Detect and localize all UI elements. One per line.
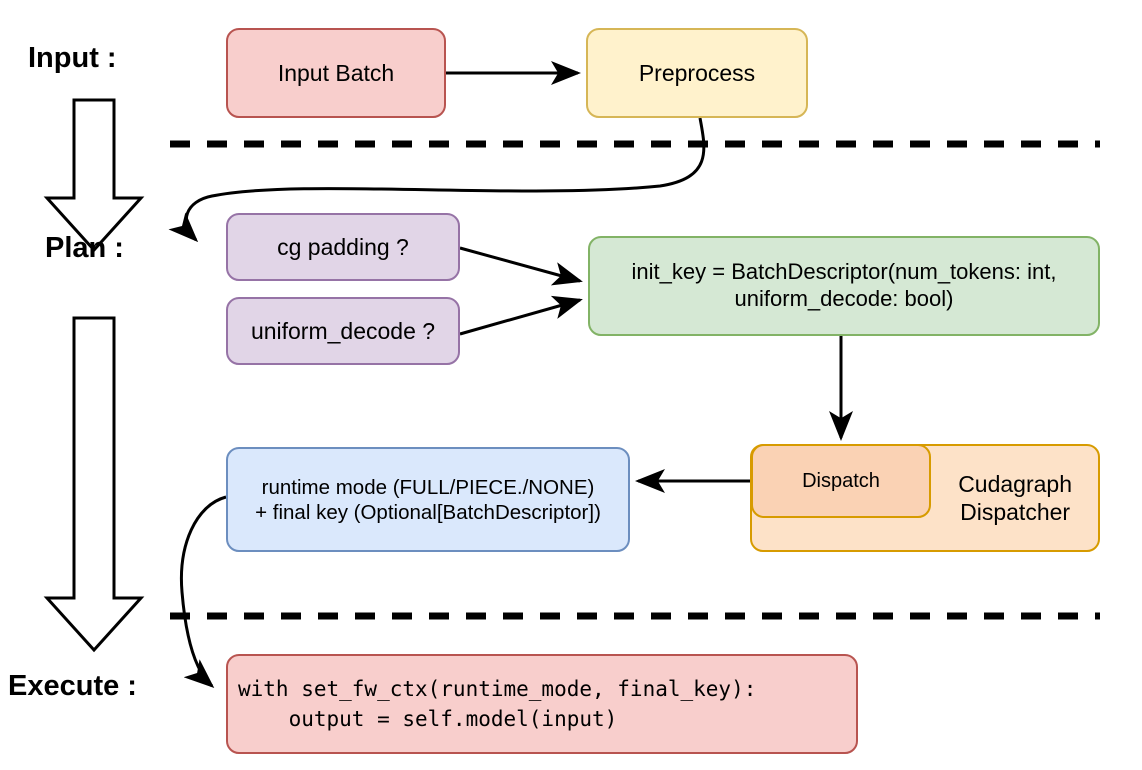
node-input-batch[interactable]: Input Batch [226, 28, 446, 118]
stage-label-plan: Plan : [45, 232, 124, 264]
connector-runtime-mode-to-code-block [179, 495, 227, 688]
node-uniform-decode[interactable]: uniform_decode ? [226, 297, 460, 365]
connector-uniform-decode-to-init-key [459, 295, 583, 336]
node-code-block[interactable]: with set_fw_ctx(runtime_mode, final_key)… [226, 654, 858, 754]
connector-cg-padding-to-init-key [459, 246, 583, 286]
node-dispatch[interactable]: Dispatch [751, 444, 931, 518]
stage-label-input: Input : [28, 42, 117, 74]
node-preprocess[interactable]: Preprocess [586, 28, 808, 118]
stage-label-execute: Execute : [8, 670, 137, 702]
plan-to-execute-arrow [43, 316, 145, 653]
code-block-text: with set_fw_ctx(runtime_mode, final_key)… [238, 676, 757, 731]
node-cg-padding[interactable]: cg padding ? [226, 213, 460, 281]
node-runtime-mode[interactable]: runtime mode (FULL/PIECE./NONE) + final … [226, 447, 630, 552]
input-to-plan-arrow [43, 98, 145, 253]
node-init-key[interactable]: init_key = BatchDescriptor(num_tokens: i… [588, 236, 1100, 336]
